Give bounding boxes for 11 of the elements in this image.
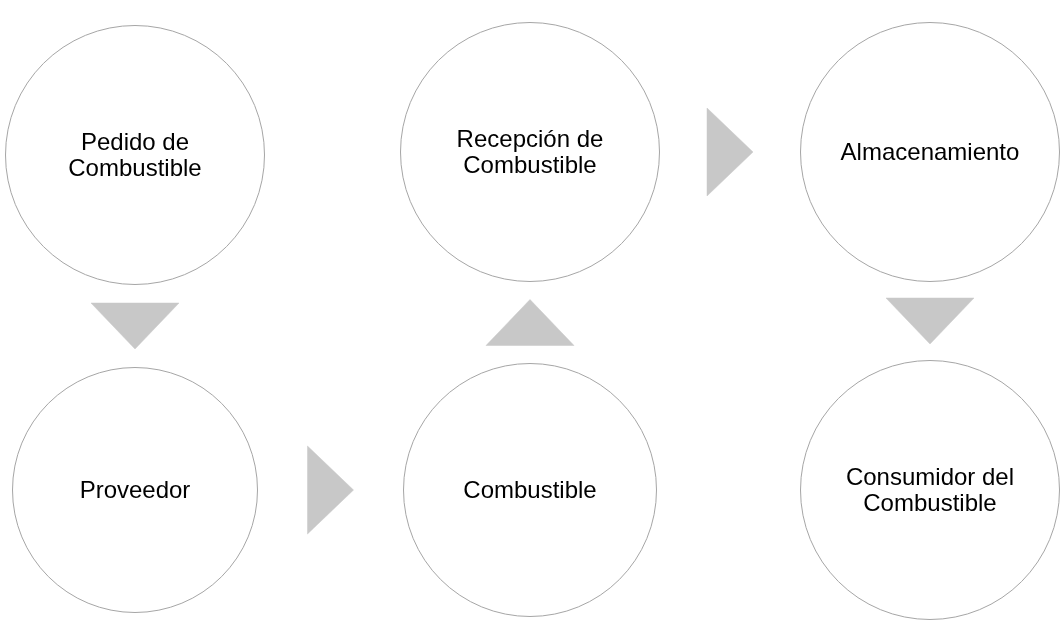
node-label: Proveedor [79,476,191,504]
node-label: Consumidor del Combustible [844,463,1016,517]
chevron-arrow [706,107,754,197]
chevron-arrow [90,302,180,350]
chevron-arrow [885,297,975,345]
node-label: Almacenamiento [840,138,1020,166]
chevron-arrow [485,299,575,346]
node-label: Recepción de Combustible [455,125,605,179]
node-label: Combustible [463,476,597,504]
node-label: Pedido de Combustible [67,128,203,182]
chevron-arrow [307,445,354,535]
